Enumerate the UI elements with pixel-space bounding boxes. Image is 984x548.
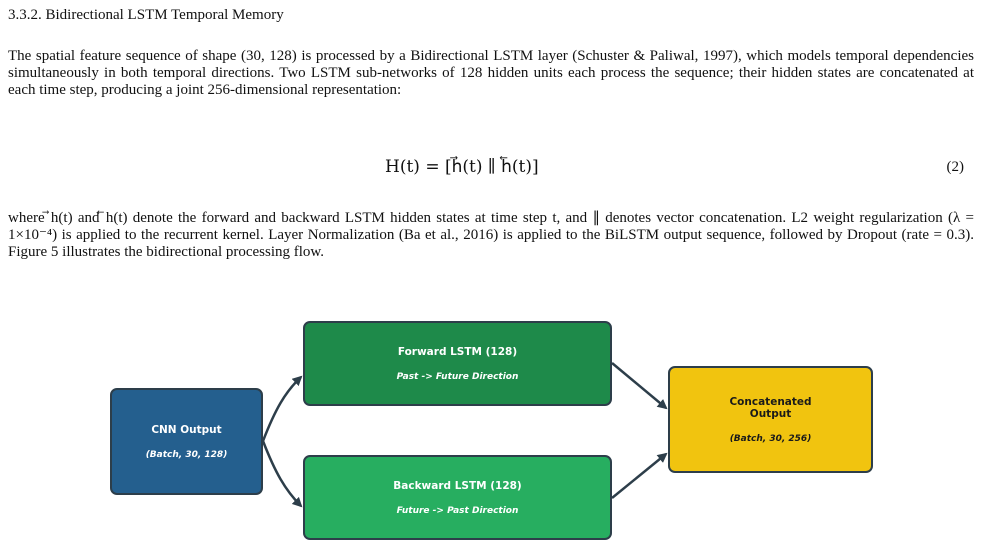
- concat-title-line2: Output: [749, 407, 792, 420]
- arrow-forward-to-concat: [611, 362, 668, 410]
- backward-lstm-title: Backward LSTM (128): [393, 479, 522, 492]
- paragraph-explanation: where ⃗h(t) and ⃖h(t) denote the forward…: [8, 210, 974, 260]
- equation-number: (2): [946, 159, 965, 175]
- cnn-output-shape: (Batch, 30, 128): [145, 449, 228, 460]
- paragraph-intro: The spatial feature sequence of shape (3…: [8, 48, 974, 98]
- arrow-cnn-to-forward: [261, 375, 303, 442]
- flow-arrows: [261, 362, 668, 508]
- forward-lstm-direction: Past -> Future Direction: [396, 371, 519, 382]
- concatenated-output-box: Concatenated Output (Batch, 30, 256): [668, 366, 873, 473]
- equation: H(t) = [h⃗(t) ∥ h⃖(t)]: [385, 157, 539, 177]
- arrow-cnn-to-backward: [261, 440, 303, 508]
- cnn-output-title: CNN Output: [151, 423, 222, 436]
- forward-lstm-box: Forward LSTM (128) Past -> Future Direct…: [303, 321, 612, 406]
- bilstm-figure: CNN Output (Batch, 30, 128) Forward LSTM…: [0, 300, 984, 548]
- concat-title-line1: Concatenated: [729, 395, 812, 408]
- cnn-output-box: CNN Output (Batch, 30, 128): [110, 388, 263, 495]
- forward-lstm-title: Forward LSTM (128): [397, 345, 518, 358]
- equation-block: H(t) = [h⃗(t) ∥ h⃖(t)] (2): [0, 156, 984, 178]
- section-heading: 3.3.2. Bidirectional LSTM Temporal Memor…: [8, 7, 284, 23]
- arrow-backward-to-concat: [611, 452, 668, 499]
- backward-lstm-box: Backward LSTM (128) Future -> Past Direc…: [303, 455, 612, 540]
- concat-output-shape: (Batch, 30, 256): [729, 433, 812, 444]
- backward-lstm-direction: Future -> Past Direction: [396, 505, 519, 516]
